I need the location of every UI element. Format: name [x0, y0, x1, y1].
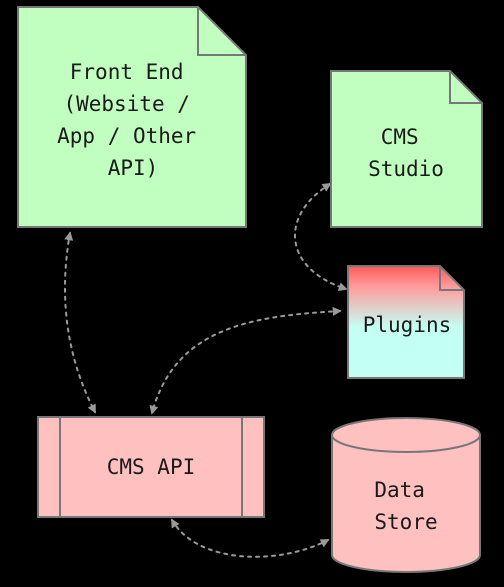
cms-studio-label-line-1: CMS [381, 125, 419, 149]
node-data-store: Data Store [331, 417, 481, 573]
data-store-label-line-2: Store [374, 510, 437, 534]
front-end-note-shape [17, 6, 247, 228]
data-store-cylinder-body [331, 435, 481, 573]
svg-text:Plugins: Plugins [363, 313, 452, 337]
node-front-end: Front End (Website / App / Other API) [17, 6, 247, 228]
svg-text:CMS Studio: CMS Studio [368, 125, 444, 181]
cms-api-box [37, 416, 265, 518]
cms-studio-note-shape [330, 70, 483, 228]
plugins-label: Plugins [363, 313, 452, 337]
plugins-note-fold [439, 266, 464, 291]
front-end-label-line-2: (Website / [63, 92, 189, 116]
edge-cms-studio-to-plugins [294, 183, 348, 292]
svg-text:Front End (Website /: Front End (Website / App / Other API) [57, 60, 209, 180]
edge-cms-api-to-data-store [171, 518, 330, 558]
cms-api-label: CMS API [107, 455, 196, 479]
front-end-label-line-3: App / Other [57, 124, 196, 148]
plugins-note-shape [347, 265, 465, 379]
front-end-note-fold [197, 7, 246, 56]
cms-studio-note-fold [449, 71, 482, 104]
svg-text:Data Store: Data Store [374, 478, 437, 534]
edge-plugins-to-cms-api [149, 306, 342, 415]
node-cms-studio: CMS Studio [330, 70, 483, 228]
data-store-cylinder-top [331, 417, 481, 453]
edge-front-end-to-cms-api [63, 231, 96, 414]
front-end-label-line-4: API) [108, 156, 159, 180]
data-store-label-line-1: Data [374, 478, 425, 502]
front-end-label-line-1: Front End [70, 60, 184, 84]
svg-text:CMS API: CMS API [107, 455, 196, 479]
node-cms-api: CMS API [37, 416, 265, 518]
node-plugins: Plugins [347, 265, 465, 379]
cms-studio-label-line-2: Studio [368, 157, 444, 181]
